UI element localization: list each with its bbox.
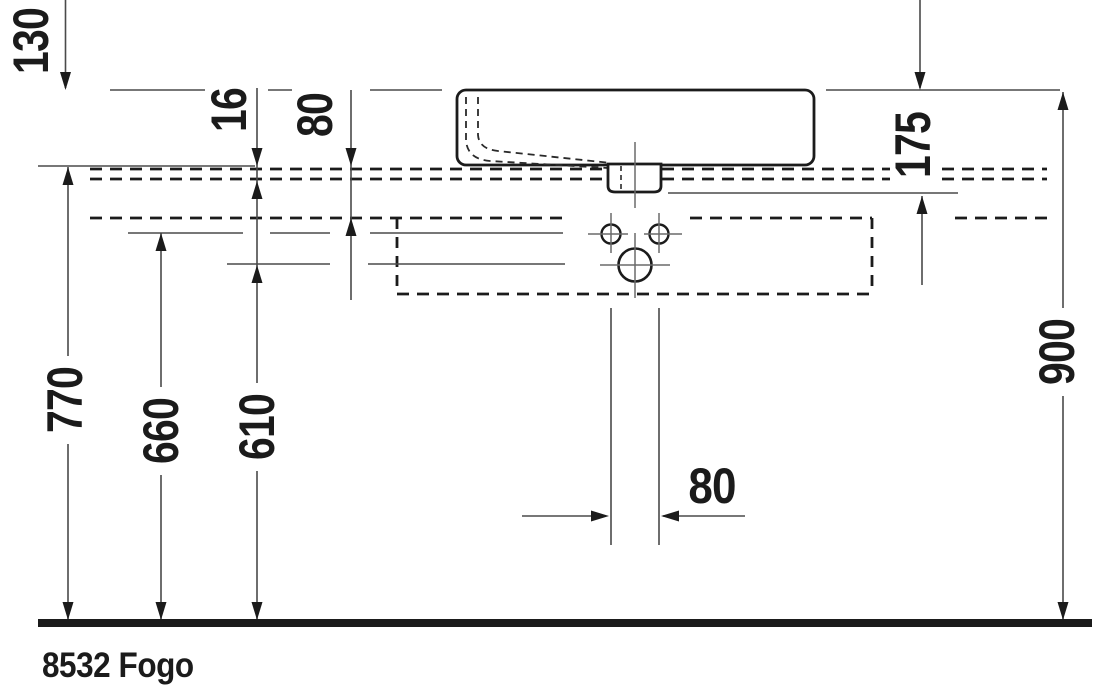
product-model-label: 8532 Fogo xyxy=(42,647,194,686)
dimension-labels: 130 16 80 175 770 660 610 900 80 xyxy=(3,8,1085,514)
dim-130-label: 130 xyxy=(3,8,59,74)
dim-80-bottom-label: 80 xyxy=(688,457,735,513)
basin-inner-profile-2 xyxy=(477,97,612,164)
floor-line xyxy=(38,619,1092,627)
vanity-unit-outline xyxy=(395,218,874,296)
dim-900-label: 900 xyxy=(1029,319,1085,385)
supply-drain-lines xyxy=(610,308,660,545)
dim-175-label: 175 xyxy=(885,112,941,178)
dim-660-label: 660 xyxy=(133,398,189,464)
dim-610-label: 610 xyxy=(229,394,285,460)
label-masks xyxy=(8,0,1078,507)
washbasin-body xyxy=(455,88,816,208)
basin-inner-profile xyxy=(465,97,609,169)
dim-80-top-label: 80 xyxy=(287,93,343,137)
countertop-hidden-lines xyxy=(90,167,1047,220)
dimension-arrows xyxy=(60,72,1069,620)
dim-770-label: 770 xyxy=(37,367,93,433)
extension-lines xyxy=(38,89,1060,265)
dim-16-label: 16 xyxy=(201,88,257,132)
connection-holes xyxy=(588,213,682,298)
